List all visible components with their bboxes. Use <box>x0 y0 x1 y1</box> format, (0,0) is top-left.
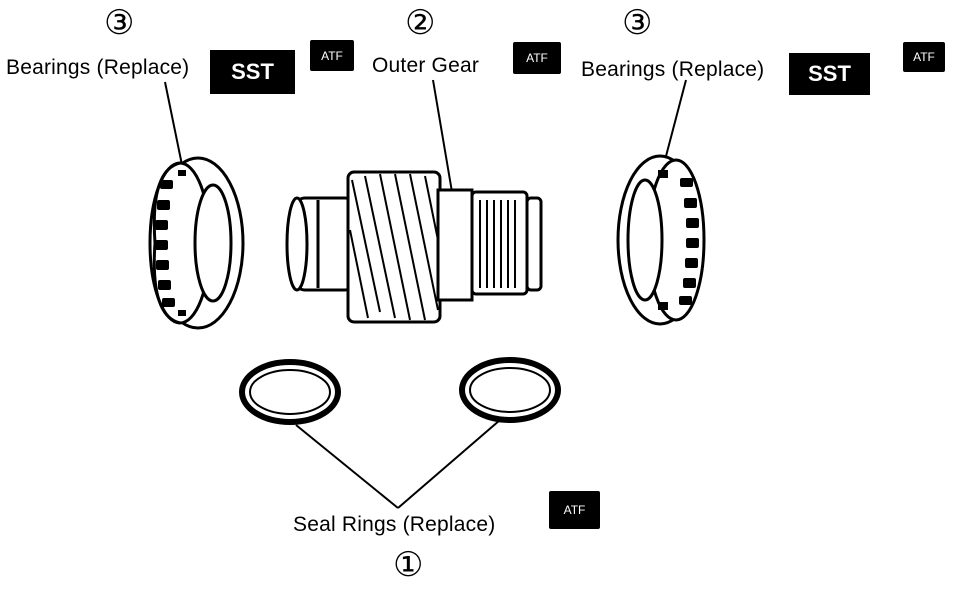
label-seal-rings: Seal Rings (Replace) <box>293 513 496 536</box>
atf-badge-outer-gear: ATF <box>513 42 561 74</box>
label-outer-gear: Outer Gear <box>372 54 480 77</box>
atf-badge-seal-rings: ATF <box>549 491 600 529</box>
leader-seal-right <box>397 419 501 509</box>
outer-gear <box>285 170 543 324</box>
seal-rings <box>239 357 561 425</box>
sst-badge-left: SST <box>210 50 295 94</box>
index-number-bearings-right: ③ <box>622 3 653 43</box>
sst-badge-right: SST <box>789 53 870 95</box>
index-number-bearings-left: ③ <box>104 3 135 43</box>
leader-bearing-right <box>664 79 687 161</box>
bearing-left <box>148 156 245 330</box>
leader-bearing-left <box>164 81 183 166</box>
label-bearings-right: Bearings (Replace) <box>581 58 765 81</box>
atf-badge-bearings-right: ATF <box>903 42 945 72</box>
label-bearings-left: Bearings (Replace) <box>6 56 190 79</box>
index-number-seal-rings: ① <box>393 545 424 585</box>
seal-ring-left <box>239 359 341 425</box>
seal-ring-right <box>459 357 561 423</box>
bearing-right <box>616 154 706 326</box>
atf-badge-bearings-left: ATF <box>310 40 354 71</box>
leader-outer-gear <box>432 79 453 193</box>
leader-seal-left <box>295 424 399 509</box>
index-number-outer-gear: ② <box>405 3 436 43</box>
